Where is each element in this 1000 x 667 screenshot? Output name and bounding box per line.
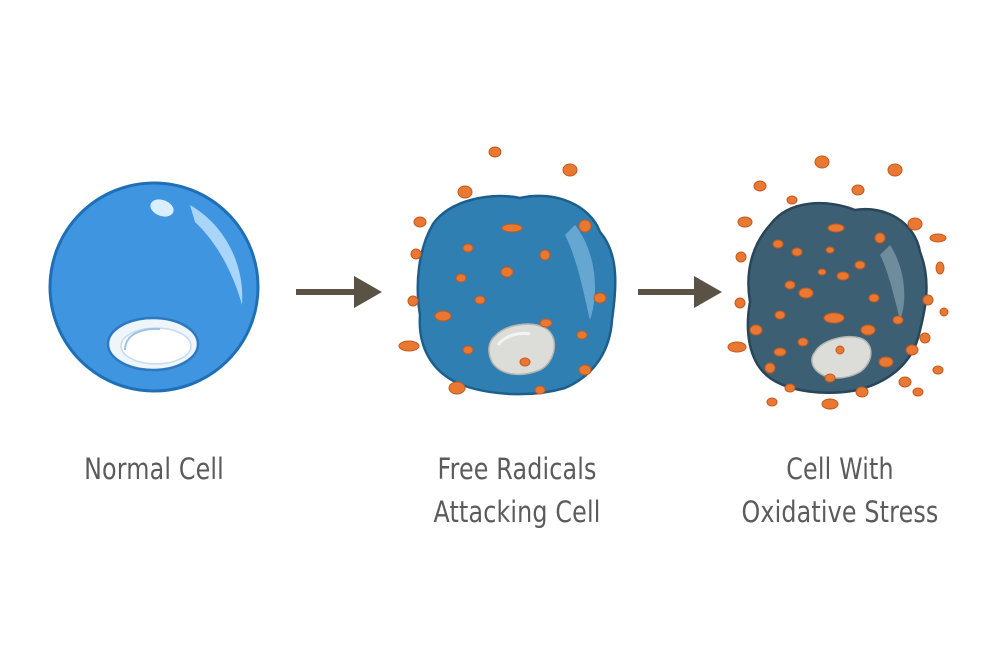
free-radical-icon (784, 383, 796, 393)
free-radical-icon (797, 337, 809, 347)
free-radical-icon (764, 362, 776, 374)
free-radical-icon (827, 223, 845, 233)
free-radical-icon (907, 217, 923, 231)
arrow-right-icon (296, 276, 382, 308)
free-radical-icon (835, 345, 845, 355)
free-radical-icon (410, 248, 422, 260)
free-radical-icon (562, 163, 578, 177)
free-radical-icon (593, 292, 607, 304)
free-radical-icon (539, 318, 553, 328)
free-radical-icon (578, 364, 592, 376)
free-radical-icon (462, 345, 474, 355)
free-radical-icon (887, 163, 903, 177)
free-radical-icon (519, 357, 531, 367)
free-radical-icon (434, 310, 452, 322)
free-radical-icon (539, 249, 551, 261)
free-radical-icon (784, 280, 796, 290)
free-radical-icon (898, 376, 912, 388)
label-normal-cell-text: Normal Cell (84, 452, 224, 486)
free-radical-icon (448, 381, 466, 395)
free-radicals (398, 146, 949, 410)
label-normal-cell: Normal Cell (72, 448, 236, 491)
free-radical-icon (786, 195, 798, 205)
label-stress-line1: Cell With (786, 452, 894, 486)
free-radical-icon (488, 146, 502, 158)
free-radical-icon (457, 185, 473, 199)
free-radical-icon (749, 324, 763, 336)
free-radical-icon (836, 271, 850, 281)
normal-cell-icon (48, 181, 260, 393)
arrow-right-icon (638, 276, 722, 308)
free-radical-icon (774, 310, 786, 320)
free-radical-icon (825, 246, 835, 254)
free-radical-icon (935, 261, 945, 275)
free-radical-icon (855, 386, 869, 398)
free-radical-icon (462, 243, 474, 253)
label-free-radicals-attacking: Free Radicals Attacking Cell (419, 448, 616, 534)
free-radical-icon (766, 397, 778, 407)
free-radical-icon (919, 332, 931, 344)
free-radical-icon (824, 373, 836, 383)
label-oxidative-stress: Cell With Oxidative Stress (725, 448, 955, 534)
free-radical-icon (735, 251, 747, 263)
free-radical-icon (501, 223, 523, 233)
free-radical-icon (860, 324, 876, 336)
free-radical-icon (474, 295, 486, 305)
free-radical-icon (737, 216, 753, 228)
free-radical-icon (500, 266, 514, 278)
free-radical-icon (398, 340, 420, 352)
free-radical-icon (734, 297, 746, 309)
free-radical-icon (912, 387, 924, 397)
free-radical-icon (854, 260, 866, 270)
free-radical-icon (817, 268, 827, 276)
free-radical-icon (821, 398, 839, 410)
label-attack-line1: Free Radicals (437, 452, 597, 486)
free-radical-icon (922, 294, 934, 306)
free-radical-icon (878, 356, 894, 368)
label-attack-line2: Attacking Cell (433, 495, 601, 529)
free-radical-icon (939, 307, 949, 317)
free-radical-icon (455, 273, 467, 283)
free-radical-icon (773, 347, 787, 357)
free-radical-icon (905, 344, 919, 356)
free-radical-icon (851, 184, 865, 196)
free-radical-icon (814, 155, 830, 169)
free-radical-icon (929, 233, 947, 243)
free-radical-icon (534, 385, 546, 395)
free-radical-icon (772, 239, 784, 249)
free-radical-icon (413, 216, 427, 228)
free-radical-icon (892, 315, 904, 325)
label-stress-line2: Oxidative Stress (741, 495, 939, 529)
free-radical-icon (407, 295, 419, 307)
free-radical-icon (823, 312, 845, 324)
free-radical-icon (753, 180, 767, 192)
free-radical-icon (932, 365, 944, 375)
free-radical-icon (576, 330, 588, 340)
free-radical-icon (727, 341, 747, 353)
free-radical-icon (578, 219, 592, 233)
free-radical-icon (874, 232, 886, 244)
free-radical-icon (798, 287, 814, 299)
free-radical-icon (791, 247, 803, 257)
free-radical-icon (868, 293, 880, 303)
